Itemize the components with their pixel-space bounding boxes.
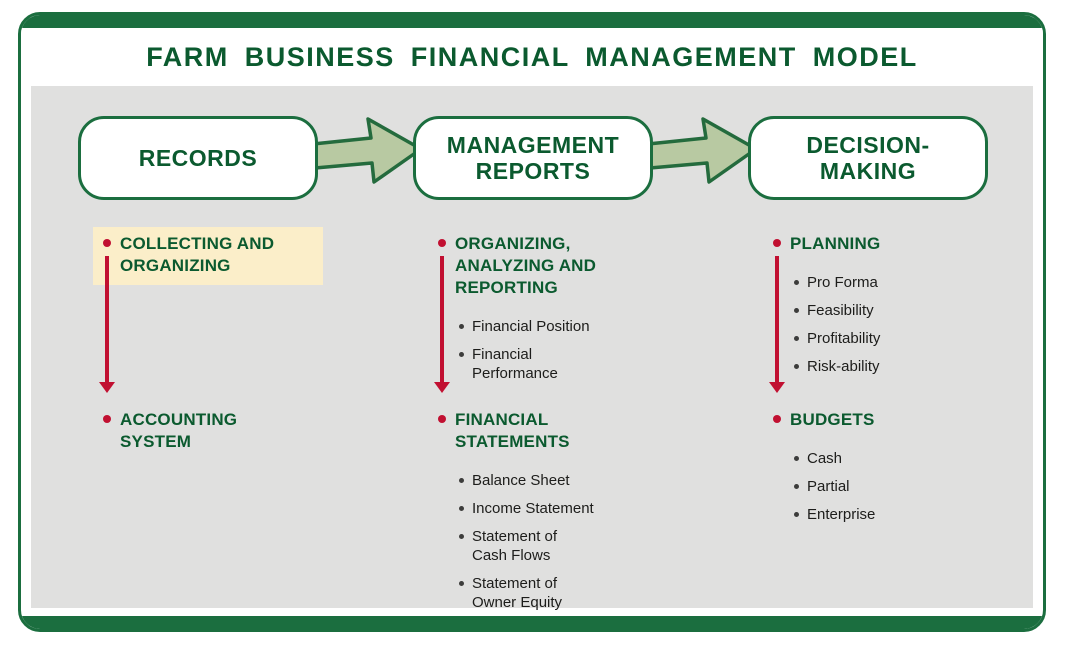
sub-item: Feasibility (793, 301, 1023, 320)
section-label: COLLECTING AND ORGANIZING (120, 234, 275, 276)
sub-item: Financial Position (458, 317, 688, 336)
section-label: ACCOUNTING SYSTEM (120, 410, 238, 452)
column-decision-making: PLANNING Pro Forma Feasibility Profitabi… (763, 86, 1043, 608)
flow-arrow-icon (311, 112, 426, 190)
flow-box-records: RECORDS (78, 116, 318, 200)
sub-item: Balance Sheet (458, 471, 688, 490)
highlighted-label: COLLECTING AND ORGANIZING (93, 227, 323, 286)
section-collecting-organizing: COLLECTING AND ORGANIZING (93, 227, 353, 286)
bullet-dot-icon (103, 415, 111, 423)
down-arrow-icon (434, 256, 450, 393)
diagram-frame: FARM BUSINESS FINANCIAL MANAGEMENT MODEL… (18, 12, 1046, 632)
sub-item: Partial (793, 477, 1023, 496)
section-organizing-analyzing-reporting: ORGANIZING, ANALYZING AND REPORTING Fina… (428, 227, 688, 392)
down-arrow-icon (99, 256, 115, 393)
column-management-reports: ORGANIZING, ANALYZING AND REPORTING Fina… (428, 86, 718, 611)
bullet-dot-icon (438, 415, 446, 423)
section-label: BUDGETS (790, 410, 875, 429)
column-records: COLLECTING AND ORGANIZING ACCOUNTING SYS… (93, 86, 383, 608)
section-accounting-system: ACCOUNTING SYSTEM (93, 403, 353, 461)
sub-item: Financial Performance (458, 345, 688, 383)
bullet-dot-icon (773, 239, 781, 247)
section-planning: PLANNING Pro Forma Feasibility Profitabi… (763, 227, 1023, 385)
diagram-title: FARM BUSINESS FINANCIAL MANAGEMENT MODEL (146, 41, 918, 72)
bottom-green-strip (21, 616, 1043, 629)
title-band: FARM BUSINESS FINANCIAL MANAGEMENT MODEL (21, 28, 1043, 86)
sub-item-list: Financial Position Financial Performance (428, 317, 688, 383)
flow-box-decision-making: DECISION- MAKING (748, 116, 988, 200)
section-label: PLANNING (790, 234, 881, 253)
bullet-dot-icon (773, 415, 781, 423)
sub-item-list: Cash Partial Enterprise (763, 449, 1023, 524)
sub-item: Pro Forma (793, 273, 1023, 292)
sub-item: Statement of Owner Equity (458, 574, 688, 612)
down-arrow-icon (769, 256, 785, 393)
diagram-body: RECORDS MANAGEMENT REPORTS DECISION- MAK… (31, 86, 1033, 611)
bullet-dot-icon (103, 239, 111, 247)
sub-item: Enterprise (793, 505, 1023, 524)
section-label: FINANCIAL STATEMENTS (455, 410, 570, 452)
sub-item: Income Statement (458, 499, 688, 518)
top-green-strip (21, 15, 1043, 28)
sub-item: Cash (793, 449, 1023, 468)
sub-item-list: Pro Forma Feasibility Profitability Risk… (763, 273, 1023, 376)
sub-item: Risk-ability (793, 357, 1023, 376)
section-budgets: BUDGETS Cash Partial Enterprise (763, 403, 1023, 533)
section-financial-statements: FINANCIAL STATEMENTS Balance Sheet Incom… (428, 403, 688, 621)
sub-item-list: Balance Sheet Income Statement Statement… (428, 471, 688, 612)
flow-box-management-reports: MANAGEMENT REPORTS (413, 116, 653, 200)
bullet-dot-icon (438, 239, 446, 247)
section-label: ORGANIZING, ANALYZING AND REPORTING (455, 234, 597, 298)
sub-item: Profitability (793, 329, 1023, 348)
sub-item: Statement of Cash Flows (458, 527, 688, 565)
flow-arrow-icon (646, 112, 761, 190)
